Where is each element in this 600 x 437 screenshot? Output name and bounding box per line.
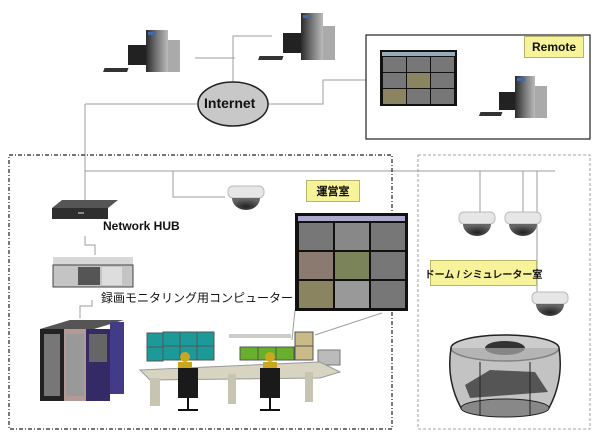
operations-room-label: 運営室 bbox=[316, 186, 350, 198]
recording-server-icon bbox=[52, 257, 134, 288]
internet-cloud-icon bbox=[197, 81, 269, 127]
operations-room-label-box: 運営室 bbox=[306, 180, 360, 202]
dome-simulator-room-label: ドーム / シミュレーター室 bbox=[424, 269, 543, 281]
internet-label: Internet bbox=[204, 95, 256, 111]
desktop-pc-icon-1 bbox=[103, 30, 180, 72]
line-monitor-console1 bbox=[291, 309, 296, 341]
dome-camera-icon-3 bbox=[504, 211, 542, 236]
desktop-pc-icon-2 bbox=[258, 13, 335, 60]
remote-label: Remote bbox=[531, 40, 576, 54]
zone-dome-simulator-room bbox=[417, 154, 591, 430]
dome-camera-icon-1 bbox=[227, 185, 265, 210]
dome-simulator-icon bbox=[449, 334, 561, 418]
recording-computer-label: 録画モニタリング用コンピューター bbox=[101, 291, 294, 305]
network-hub-icon bbox=[52, 200, 118, 219]
remote-desktop-pc-icon bbox=[478, 76, 547, 118]
remote-monitor-screen bbox=[380, 50, 457, 106]
network-hub-label: Network HUB bbox=[103, 219, 180, 233]
line-camera1 bbox=[172, 171, 225, 198]
dome-camera-icon-2 bbox=[458, 211, 496, 236]
dome-simulator-room-label-box: ドーム / シミュレーター室 bbox=[425, 260, 542, 286]
server-racks-icon bbox=[40, 320, 124, 401]
operations-monitor-screen bbox=[295, 213, 408, 311]
line-hub-server bbox=[84, 236, 96, 255]
dome-camera-icon-4 bbox=[531, 291, 569, 316]
line-internet-remote bbox=[268, 79, 380, 105]
line-server-racks bbox=[79, 300, 93, 318]
connector-lines bbox=[79, 35, 555, 341]
remote-label-box: Remote bbox=[524, 36, 584, 58]
control-console-icon bbox=[138, 331, 342, 411]
line-monitor-console2 bbox=[314, 312, 383, 336]
